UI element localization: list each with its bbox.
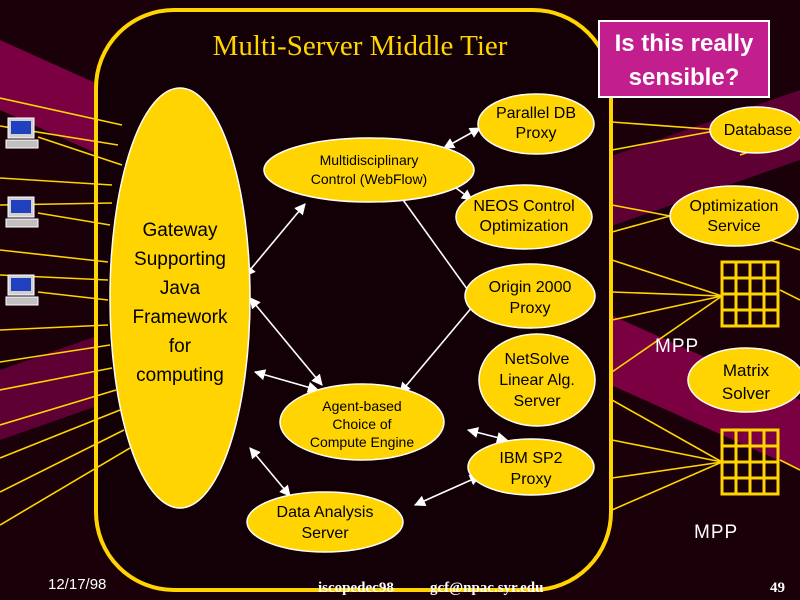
client-links [0, 97, 131, 526]
mpp-label-top: MPP [655, 336, 700, 357]
gateway-ellipse [109, 87, 251, 509]
neos-control-node [455, 184, 593, 250]
ibm-sp2-proxy-node [467, 438, 595, 496]
callout-box: Is this really sensible? [598, 20, 770, 98]
footer-email: gcf@npac.syr.edu [430, 580, 544, 596]
computer-icon [5, 196, 39, 228]
footer-source: iscopedec98 [318, 580, 394, 596]
origin-proxy-node [464, 263, 596, 329]
mpp-grid-icon [720, 260, 780, 328]
mpp-label-bottom: MPP [694, 522, 739, 543]
data-analysis-server-node [246, 491, 404, 553]
parallel-db-proxy-node [477, 93, 595, 155]
computer-icon [5, 117, 39, 149]
multidisciplinary-control-node [263, 137, 475, 203]
backend-links [611, 121, 800, 511]
agent-choice-node [279, 383, 445, 461]
database-node [709, 106, 800, 154]
mpp-grid-icon [720, 428, 780, 496]
optimization-service-node [669, 185, 799, 247]
page-number: 49 [770, 580, 785, 596]
computer-icon [5, 274, 39, 306]
matrix-solver-node [687, 347, 800, 413]
slide-title: Multi-Server Middle Tier [212, 30, 508, 62]
database-label: Database [723, 122, 793, 139]
netsolve-server-node [478, 333, 596, 427]
internal-arrows [244, 127, 509, 507]
footer-date: 12/17/98 [48, 576, 107, 593]
